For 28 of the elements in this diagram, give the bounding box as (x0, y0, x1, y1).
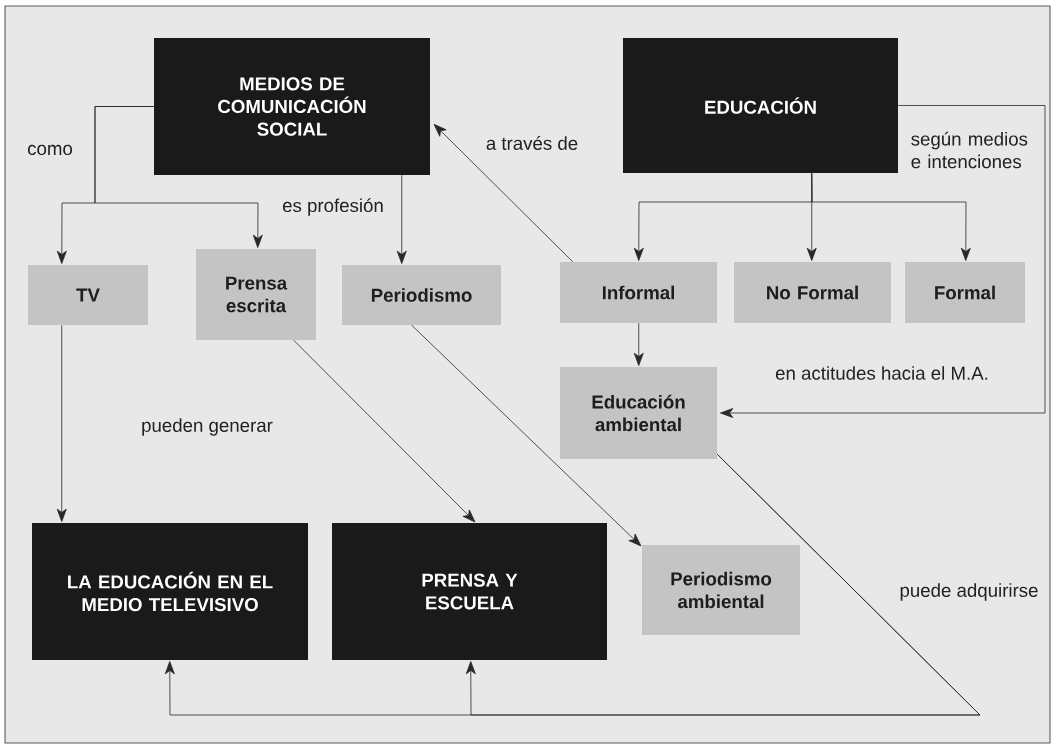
concept-box: LA EDUCACIÓN EN EL MEDIO TELEVISIVO (32, 523, 308, 660)
edge-label: en actitudes hacia el M.A. (773, 364, 991, 382)
note-label: pueden generar (142, 418, 273, 436)
arrow (633, 322, 644, 366)
concept-box: PRENSA Y ESCUELA (332, 523, 607, 660)
arrow (465, 453, 981, 716)
edge-label: puede adquirirse (897, 581, 1041, 603)
arrow (720, 105, 1046, 418)
concept-box: Informal (560, 262, 717, 323)
concept-box: MEDIOS DE COMUNICACIÓN SOCIAL (154, 38, 430, 175)
arrow (293, 339, 476, 523)
concept-box: EDUCACIÓN (623, 38, 898, 173)
arrow (411, 324, 642, 547)
arrow (811, 172, 971, 261)
edge-label: a través de (483, 134, 581, 152)
arrow (94, 106, 263, 248)
concept-box: Periodismo ambiental (642, 545, 800, 635)
concept-box: Formal (905, 262, 1025, 323)
concept-box: Educación ambiental (560, 367, 717, 459)
concept-box: Periodismo (342, 265, 501, 325)
concept-box: No Formal (734, 262, 891, 323)
arrow (433, 123, 574, 263)
edge-label: es profesión (280, 196, 386, 218)
arrow (396, 174, 407, 264)
concept-box: Prensa escrita (196, 249, 316, 340)
arrow (56, 324, 67, 522)
concept-box: TV (28, 265, 148, 325)
note-label: según medios e intenciones (911, 131, 1028, 169)
